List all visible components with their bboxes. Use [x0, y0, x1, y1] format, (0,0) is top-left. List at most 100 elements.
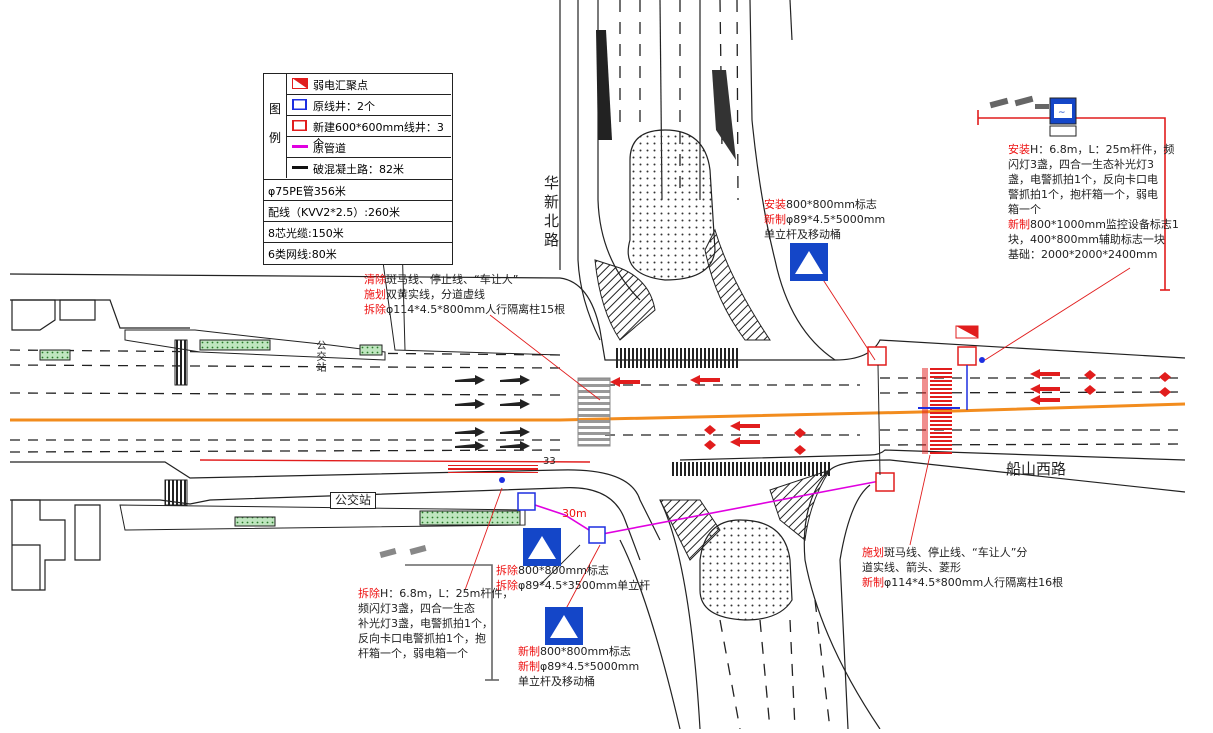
annot-text: H：6.8m，L：25m杆件， — [380, 587, 514, 600]
annot-prefix: 安装 — [764, 198, 786, 211]
zebra-west-grey — [577, 377, 611, 447]
pole-cameras-ne — [989, 95, 1049, 109]
annot-text: 反向卡口电警抓拍1个，抱 — [358, 632, 486, 645]
annot-prefix: 安装 — [1008, 143, 1030, 156]
annot-prefix: 施划 — [364, 288, 386, 301]
weak-current-junction-icon — [292, 78, 308, 89]
road-name-north: 华新北路 — [542, 175, 560, 251]
annot-text: φ89*4.5*5000mm — [540, 660, 640, 673]
annot-text: 补光灯3盏，电警抓拍1个， — [358, 617, 493, 630]
hatch-area-se — [769, 469, 832, 541]
annot-text: 杆箱一个，弱电箱一个 — [358, 647, 468, 660]
annot-text: 斑马线、停止线、“车让人” — [386, 273, 519, 286]
north-island — [627, 129, 716, 281]
legend-row-broken-road: 破混凝土路：82米 — [287, 158, 451, 178]
annotation-pole-install: 安装H：6.8m，L：25m杆件，频 闪灯3盏，四合一生态补光灯3 盏，电警抓拍… — [1008, 142, 1179, 262]
road-name-east: 船山西路 — [1006, 460, 1067, 478]
legend-summary-row: 8芯光缆:150米 — [264, 221, 452, 242]
annot-text: φ114*4.5*800mm人行隔离柱15根 — [386, 303, 566, 316]
sign-install-ne — [790, 243, 828, 281]
existing-well-2 — [588, 526, 606, 544]
legend-row-new-well: 新建600*600mm线井：3个 — [287, 116, 451, 150]
legend-summary-row: φ75PE管356米 — [264, 179, 452, 200]
zebra-west-red — [448, 465, 538, 473]
annot-text: 基础：2000*2000*2400mm — [1008, 248, 1158, 261]
legend-title-char-1: 图 — [269, 102, 282, 116]
bus-stop-south-label: 公交站 — [330, 492, 377, 509]
annot-text: 双黄实线，分道虚线 — [386, 288, 485, 301]
annotation-pole-remove: 拆除H：6.8m，L：25m杆件， 频闪灯3盏，四合一生态 补光灯3盏，电警抓拍… — [358, 586, 513, 661]
annot-text: 800*800mm标志 — [518, 564, 609, 577]
annot-text: 单立杆及移动桶 — [518, 675, 595, 688]
signal-pole-install — [977, 110, 1170, 291]
legend-summary-text: 配线（KVV2*2.5）:260米 — [268, 206, 400, 219]
west-lane-arrows — [455, 375, 530, 451]
annot-prefix: 施划 — [862, 546, 884, 559]
annot-text: 单立杆及移动桶 — [764, 228, 841, 241]
red-boundary-line — [199, 459, 591, 463]
annot-text: 箱一个 — [1008, 203, 1041, 216]
zebra-east-red — [930, 368, 952, 454]
annotation-sign-install: 安装800*800mm标志 新制φ89*4.5*5000mm 单立杆及移动桶 — [764, 197, 885, 242]
original-pipe-icon — [292, 145, 308, 148]
legend-table: 图 例 弱电汇聚点 原线井：2个 新建600*600mm线井：3个 原管道 破混… — [263, 73, 453, 265]
annot-text: φ114*4.5*800mm人行隔离柱16根 — [884, 576, 1064, 589]
east-lane-arrows — [610, 369, 1060, 447]
sign-remove-sw — [523, 528, 561, 566]
bus-stop-north-label: 公交站 — [314, 340, 325, 373]
annot-text: 道实线、箭头、菱形 — [862, 561, 961, 574]
legend-summary-text: 6类网线:80米 — [268, 248, 337, 261]
center-line — [10, 402, 1186, 422]
diamond-markings — [704, 370, 1171, 455]
annot-text: φ89*4.5*3500mm单立杆 — [518, 579, 651, 592]
annotation-se: 施划斑马线、停止线、“车让人”分 道实线、箭头、菱形 新制φ114*4.5*80… — [862, 545, 1063, 590]
annot-prefix: 新制 — [1008, 218, 1030, 231]
pole-cameras-sw — [379, 545, 427, 558]
sign-new-sw — [545, 607, 583, 645]
annot-text: H：6.8m，L：25m杆件，频 — [1030, 143, 1175, 156]
annot-text: 800*800mm标志 — [786, 198, 877, 211]
south-island — [699, 519, 793, 621]
legend-row-pipe: 原管道 — [287, 137, 451, 158]
svg-text:~: ~ — [1058, 108, 1066, 118]
legend-header: 图 例 — [264, 74, 287, 178]
annot-prefix: 拆除 — [496, 564, 518, 577]
hatch-area-nw — [594, 259, 656, 341]
zebra-north — [615, 348, 740, 368]
annot-text: 闪灯3盏，四合一生态补光灯3 — [1008, 158, 1154, 171]
weak-current-junction — [955, 325, 979, 339]
new-well-north-1 — [867, 346, 887, 366]
lane-markings — [9, 349, 1186, 453]
marker-label: 33 — [543, 456, 556, 467]
west-bus-bay-north — [124, 329, 386, 386]
legend-label: 新建600*600mm线井：3个 — [313, 121, 444, 150]
annot-text: 警抓拍1个，抱杆箱一个，弱电 — [1008, 188, 1158, 201]
annot-prefix: 新制 — [518, 645, 540, 658]
legend-label: 原管道 — [313, 142, 346, 155]
legend-title-char-2: 例 — [269, 131, 282, 145]
annot-prefix: 新制 — [518, 660, 540, 673]
new-well-south — [875, 472, 895, 492]
legend-row-existing-well: 原线井：2个 — [287, 95, 451, 116]
annot-prefix: 新制 — [764, 213, 786, 226]
signal-pole-remove — [405, 564, 499, 681]
annot-text: 频闪灯3盏，四合一生态 — [358, 602, 475, 615]
new-well-north-2 — [957, 346, 977, 366]
existing-well-icon — [292, 99, 307, 110]
annot-text: 块，400*800mm辅助标志一块 — [1008, 233, 1165, 246]
annotation-sign-new: 新制800*800mm标志 新制φ89*4.5*5000mm 单立杆及移动桶 — [518, 644, 639, 689]
new-well-icon — [292, 120, 307, 131]
legend-label: 破混凝土路：82米 — [313, 163, 404, 176]
annot-text: 800*1000mm监控设备标志1 — [1030, 218, 1179, 231]
legend-label: 原线井：2个 — [313, 100, 375, 113]
annot-text: 800*800mm标志 — [540, 645, 631, 658]
annot-prefix: 拆除 — [496, 579, 518, 592]
annotation-nw: 清除斑马线、停止线、“车让人” 施划双黄实线，分道虚线 拆除φ114*4.5*8… — [364, 272, 565, 317]
annot-prefix: 新制 — [862, 576, 884, 589]
annot-prefix: 拆除 — [364, 303, 386, 316]
leader-lines — [464, 267, 1131, 621]
annot-text: 斑马线、停止线、“车让人”分 — [884, 546, 1028, 559]
legend-summary-row: 6类网线:80米 — [264, 242, 452, 263]
